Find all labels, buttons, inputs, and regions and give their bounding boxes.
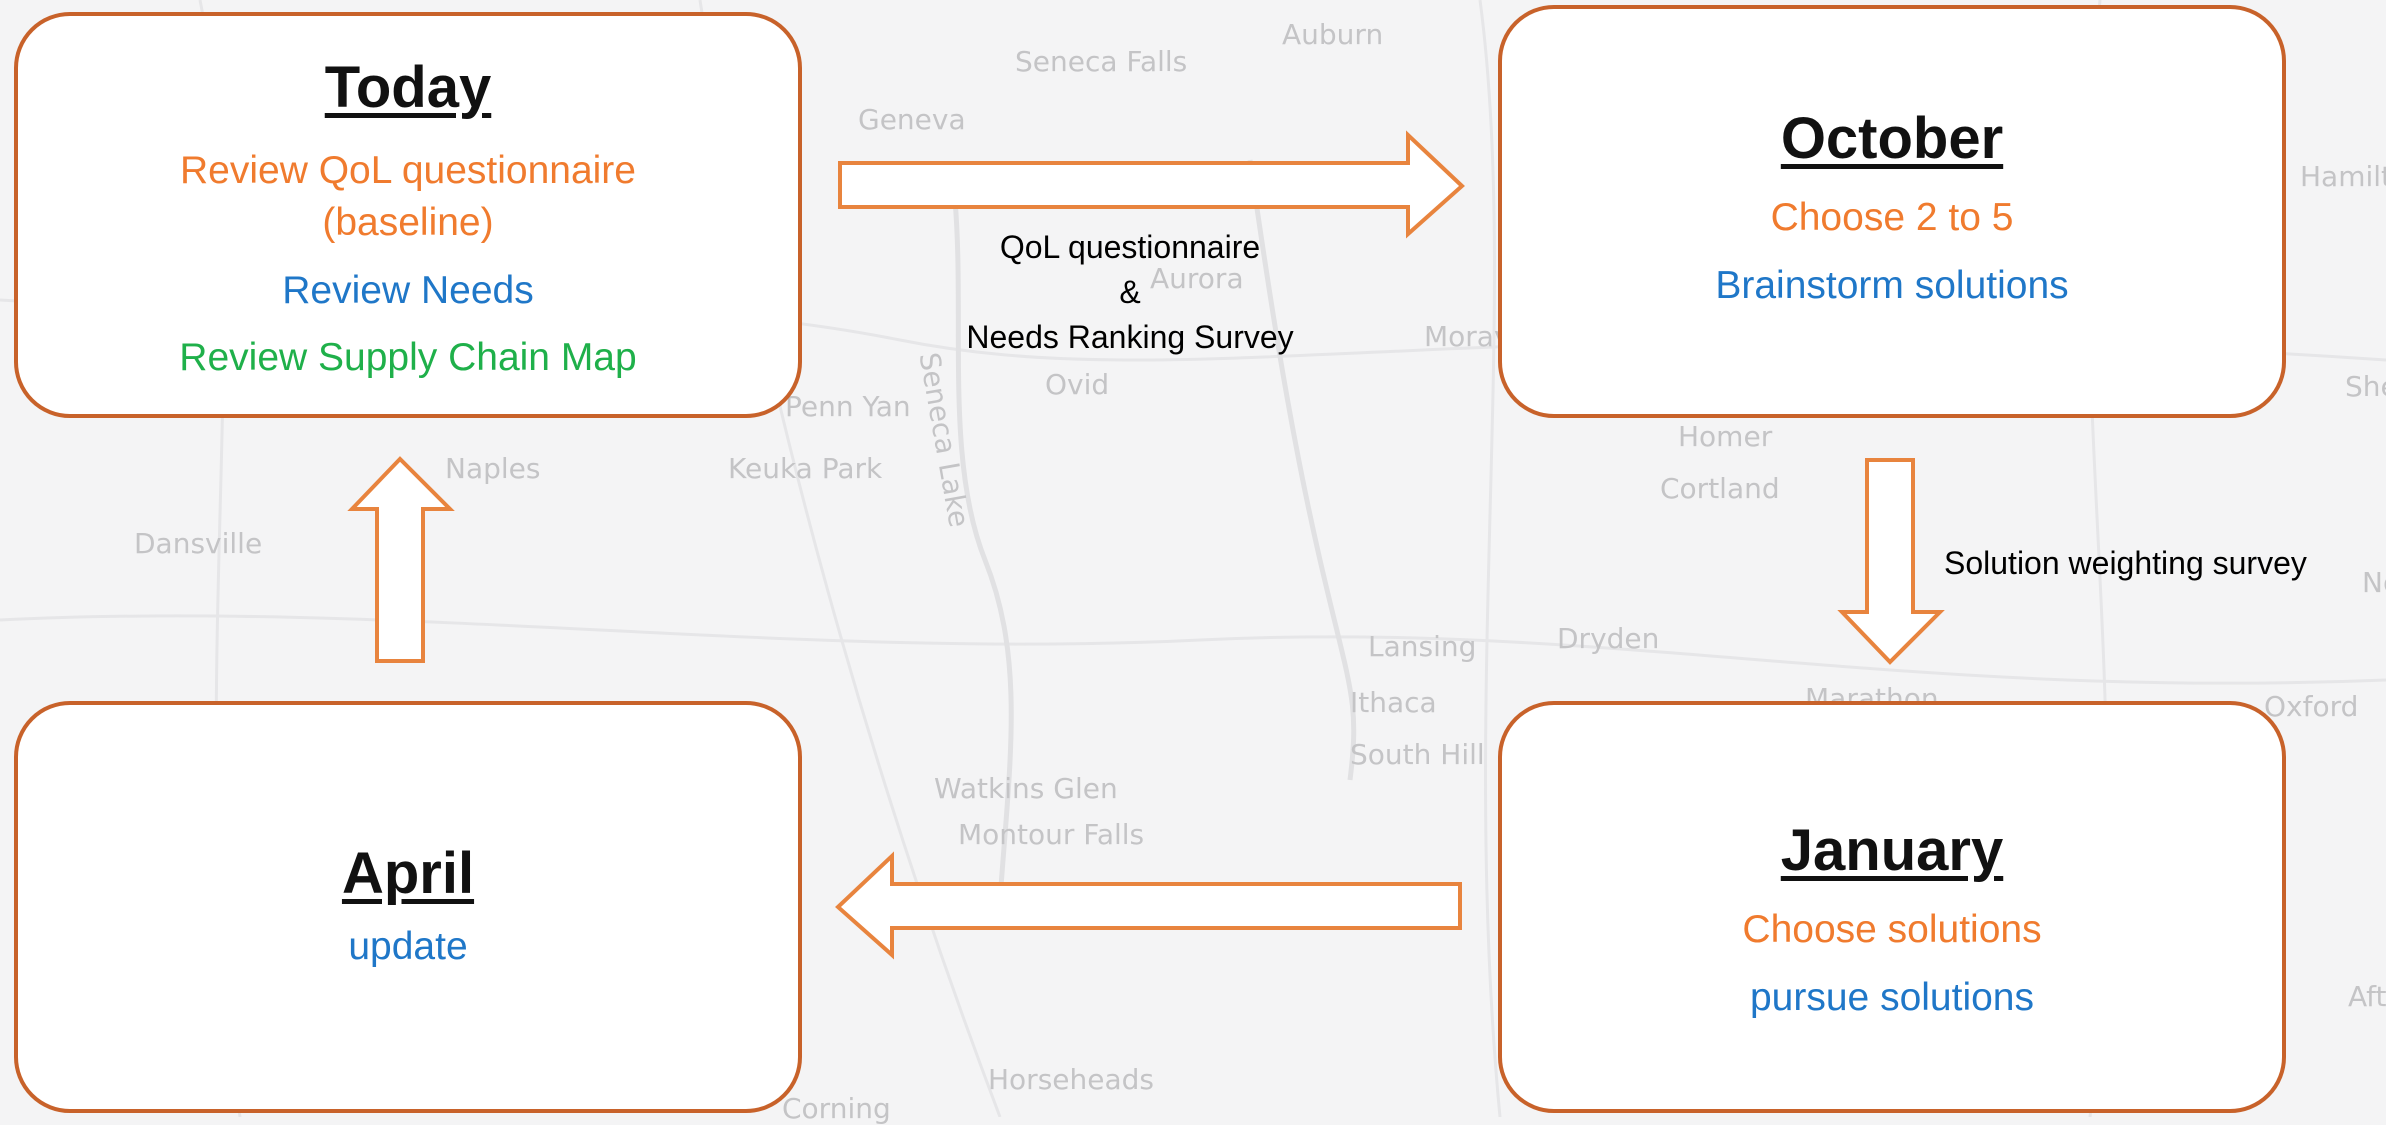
map-label-naples: Naples (445, 452, 541, 485)
map-label-norwich: Norwich (2362, 566, 2386, 599)
map-label-penn-yan: Penn Yan (785, 390, 911, 423)
map-label-auburn: Auburn (1282, 18, 1384, 51)
today-line-supply-chain: Review Supply Chain Map (179, 336, 637, 379)
map-label-dryden: Dryden (1557, 622, 1660, 655)
map-label-ovid: Ovid (1045, 368, 1110, 401)
map-label-dansville: Dansville (134, 527, 263, 560)
arrow-up-icon (347, 456, 455, 663)
label-ampersand: & (1119, 274, 1141, 310)
april-box: April update (14, 701, 802, 1113)
map-label-aurora: Aurora (1150, 262, 1244, 295)
map-label-seneca-falls: Seneca Falls (1015, 45, 1188, 78)
map-label-sherburne: Sherburne (2345, 370, 2386, 403)
today-to-october-label: QoL questionnaire & Needs Ranking Survey (930, 225, 1330, 360)
map-label-keuka-park: Keuka Park (728, 452, 883, 485)
arrow-down-icon (1837, 458, 1945, 665)
january-line-choose: Choose solutions (1742, 908, 2042, 951)
october-box: October Choose 2 to 5 Brainstorm solutio… (1498, 5, 2286, 418)
today-box: Today Review QoL questionnaire (baseline… (14, 12, 802, 418)
today-line-needs: Review Needs (282, 269, 534, 312)
map-label-montour-falls: Montour Falls (958, 818, 1145, 851)
map-label-hamilton: Hamilton (2300, 160, 2386, 193)
map-label-oxford: Oxford (2264, 690, 2359, 723)
today-line-baseline: (baseline) (322, 201, 494, 244)
map-label-watkins-glen: Watkins Glen (934, 772, 1118, 805)
arrow-left-icon (835, 851, 1462, 960)
october-line-choose: Choose 2 to 5 (1770, 196, 2014, 239)
today-line-qol: Review QoL questionnaire (180, 149, 636, 192)
october-to-january-label: Solution weighting survey (1944, 543, 2307, 583)
april-line-update: update (348, 925, 468, 968)
label-needs-ranking-survey: Needs Ranking Survey (966, 319, 1294, 355)
today-title: Today (324, 55, 492, 120)
map-label-horseheads: Horseheads (988, 1063, 1155, 1096)
label-qol-questionnaire: QoL questionnaire (999, 229, 1261, 265)
april-title: April (341, 841, 475, 906)
map-label-lansing: Lansing (1368, 630, 1477, 663)
map-label-geneva: Geneva (858, 103, 966, 136)
label-solution-weighting-survey: Solution weighting survey (1944, 545, 2307, 581)
january-title: January (1780, 818, 2004, 883)
october-line-brainstorm: Brainstorm solutions (1715, 264, 2069, 307)
january-line-pursue: pursue solutions (1749, 976, 2034, 1019)
october-title: October (1780, 106, 2004, 171)
map-label-ithaca: Ithaca (1350, 686, 1437, 719)
map-label-south-hill: South Hill (1350, 738, 1485, 771)
arrow-right-icon (838, 130, 1465, 239)
january-box: January Choose solutions pursue solution… (1498, 701, 2286, 1113)
map-label-afton: Afton (2348, 980, 2386, 1013)
map-label-homer: Homer (1678, 420, 1773, 453)
map-label-cortland: Cortland (1660, 472, 1780, 505)
